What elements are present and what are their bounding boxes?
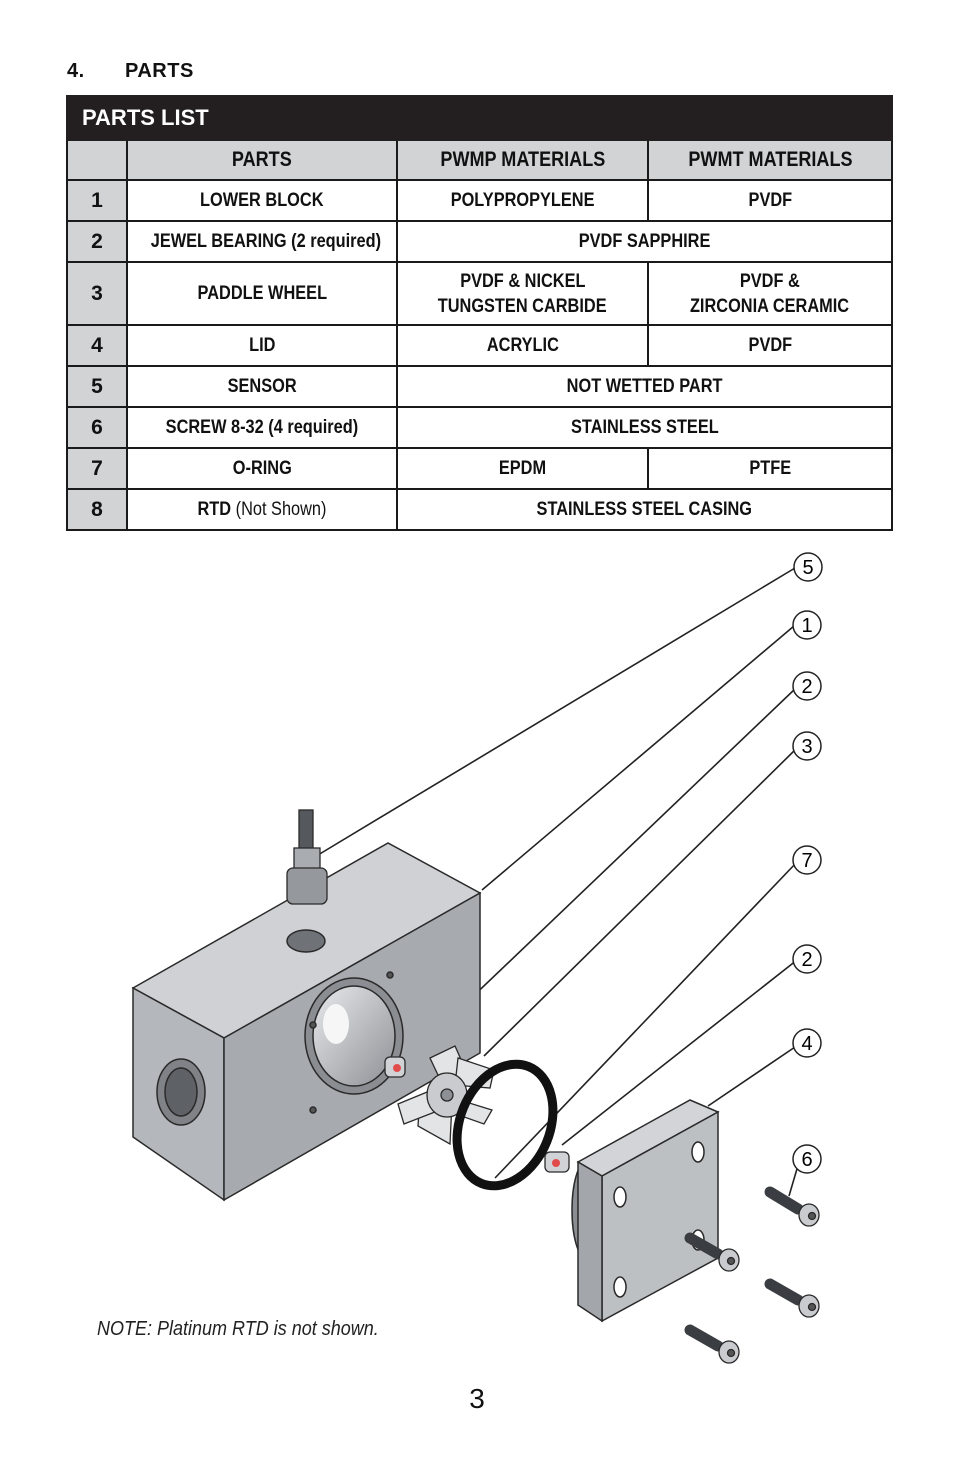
lid <box>571 1099 720 1323</box>
table-row: 8 RTD (Not Shown) STAINLESS STEEL CASING <box>66 488 894 531</box>
shared-material: STAINLESS STEEL CASING <box>395 488 894 531</box>
lower-block <box>131 842 482 1202</box>
pwmp-material: EPDM <box>396 447 649 490</box>
pwmt-material: PVDF <box>646 179 894 222</box>
callout-6: 6 <box>792 1144 822 1174</box>
shared-material: NOT WETTED PART <box>395 365 894 408</box>
part-name-bold: RTD <box>197 498 232 520</box>
svg-text:2: 2 <box>801 949 812 971</box>
header-parts: PARTS <box>126 139 398 181</box>
svg-text:5: 5 <box>802 557 813 579</box>
pwmt-material: PVDF & ZIRCONIA CERAMIC <box>646 261 894 326</box>
row-number: 1 <box>66 179 128 222</box>
row-number: 7 <box>66 447 128 490</box>
svg-text:6: 6 <box>801 1149 812 1171</box>
section-title: PARTS <box>125 60 194 82</box>
header-index <box>66 139 128 181</box>
page-number: 3 <box>469 1383 485 1414</box>
table-title-row: PARTS LIST <box>65 95 894 141</box>
part-name: O-RING <box>126 447 398 490</box>
paddle-wheel <box>397 1045 495 1146</box>
row-number: 3 <box>66 261 128 326</box>
leader-lines <box>317 567 800 1197</box>
svg-text:7: 7 <box>801 850 812 872</box>
table-title: PARTS LIST <box>65 95 894 141</box>
header-pwmp-materials: PWMP MATERIALS <box>396 139 649 181</box>
pwmp-material: ACRYLIC <box>396 324 649 367</box>
callout-5: 5 <box>793 552 823 582</box>
screw <box>764 1186 820 1227</box>
part-name: RTD (Not Shown) <box>126 488 398 531</box>
part-name: SENSOR <box>126 365 398 408</box>
table-row: 5 SENSOR NOT WETTED PART <box>66 365 894 408</box>
pwmt-material: PTFE <box>646 447 894 490</box>
table-row: 3 PADDLE WHEEL PVDF & NICKEL TUNGSTEN CA… <box>66 261 894 326</box>
table-row: 6 SCREW 8-32 (4 required) STAINLESS STEE… <box>66 406 894 449</box>
part-name: JEWEL BEARING (2 required) <box>126 220 398 263</box>
callout-balloons: 5 1 2 3 7 2 4 6 <box>792 552 823 1174</box>
part-name: PADDLE WHEEL <box>126 261 398 326</box>
shared-material: PVDF SAPPHIRE <box>395 220 894 263</box>
pwmp-material: PVDF & NICKEL TUNGSTEN CARBIDE <box>396 261 649 326</box>
callout-4: 4 <box>792 1028 822 1058</box>
table-row: 4 LID ACRYLIC PVDF <box>66 324 894 367</box>
table-row: 7 O-RING EPDM PTFE <box>66 447 894 490</box>
svg-text:3: 3 <box>801 736 812 758</box>
sensor <box>286 809 328 905</box>
screw <box>684 1324 740 1364</box>
parts-list-table: PARTS LIST PARTS PWMP MATERIALS PWMT MAT… <box>65 95 894 531</box>
jewel-bearing <box>544 1151 570 1173</box>
shared-material: STAINLESS STEEL <box>395 406 894 449</box>
screw <box>684 1232 740 1272</box>
row-number: 8 <box>66 488 128 531</box>
footnote: NOTE: Platinum RTD is not shown. <box>97 1318 379 1340</box>
screw <box>764 1278 820 1318</box>
callout-1: 1 <box>792 610 822 640</box>
callout-2: 2 <box>792 671 822 701</box>
table-header-row: PARTS PWMP MATERIALS PWMT MATERIALS <box>66 139 894 181</box>
callout-2: 2 <box>792 944 822 974</box>
part-name: LOWER BLOCK <box>126 179 398 222</box>
section-heading: 4. PARTS <box>67 60 194 83</box>
header-pwmt-materials: PWMT MATERIALS <box>646 139 894 181</box>
table-row: 2 JEWEL BEARING (2 required) PVDF SAPPHI… <box>66 220 894 263</box>
row-number: 5 <box>66 365 128 408</box>
jewel-bearing <box>384 1056 406 1078</box>
callout-7: 7 <box>792 845 822 875</box>
row-number: 6 <box>66 406 128 449</box>
o-ring <box>452 1059 558 1191</box>
row-number: 2 <box>66 220 128 263</box>
part-name: LID <box>126 324 398 367</box>
pwmt-material: PVDF <box>646 324 894 367</box>
svg-text:4: 4 <box>801 1033 812 1055</box>
part-name-note: (Not Shown) <box>235 498 327 520</box>
part-name: SCREW 8-32 (4 required) <box>126 406 398 449</box>
svg-text:1: 1 <box>801 615 812 637</box>
section-number: 4. <box>67 60 85 82</box>
exploded-assembly-diagram: 5 1 2 3 7 2 4 6 <box>131 552 823 1364</box>
callout-3: 3 <box>792 731 822 761</box>
pwmp-material: POLYPROPYLENE <box>396 179 649 222</box>
row-number: 4 <box>66 324 128 367</box>
svg-text:2: 2 <box>801 676 812 698</box>
table-row: 1 LOWER BLOCK POLYPROPYLENE PVDF <box>66 179 894 222</box>
